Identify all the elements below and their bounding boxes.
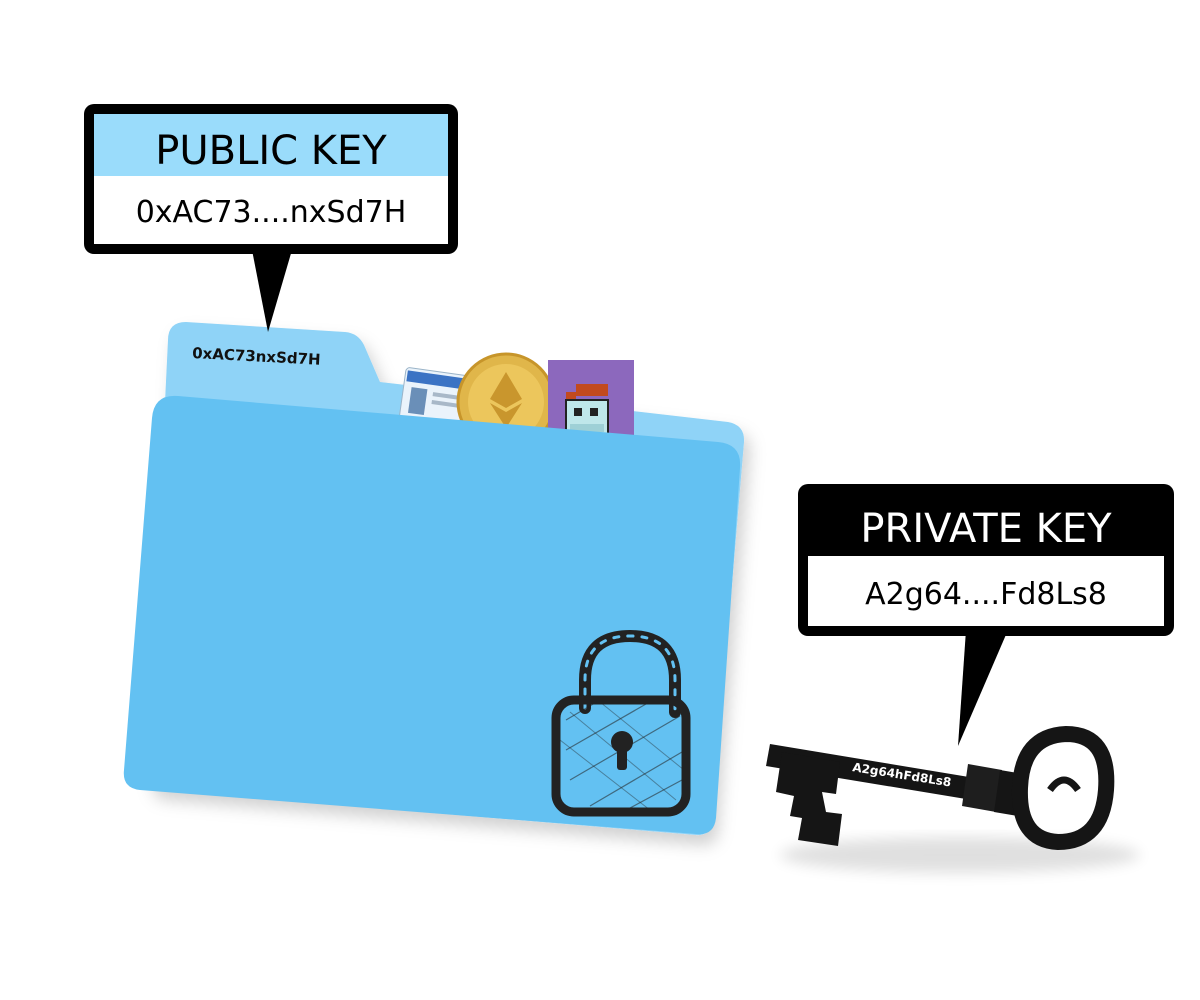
private-key-callout: PRIVATE KEY A2g64....Fd8Ls8 [798, 484, 1174, 746]
skeleton-key: A2g64hFd8Ls8 [766, 725, 1140, 873]
wallet-folder: 0xAC73nxSd7H [123, 322, 745, 836]
lock-icon [551, 629, 691, 817]
folder-front [123, 395, 741, 835]
public-key-callout: PUBLIC KEY 0xAC73....nxSd7H [84, 104, 458, 332]
private-key-pointer [958, 630, 1008, 746]
ethereum-logo-icon [490, 372, 522, 428]
public-key-pointer [252, 250, 292, 332]
private-key-value: A2g64....Fd8Ls8 [865, 577, 1107, 612]
public-key-value: 0xAC73....nxSd7H [136, 195, 407, 230]
public-key-title: PUBLIC KEY [155, 128, 387, 174]
private-key-title: PRIVATE KEY [860, 506, 1112, 552]
